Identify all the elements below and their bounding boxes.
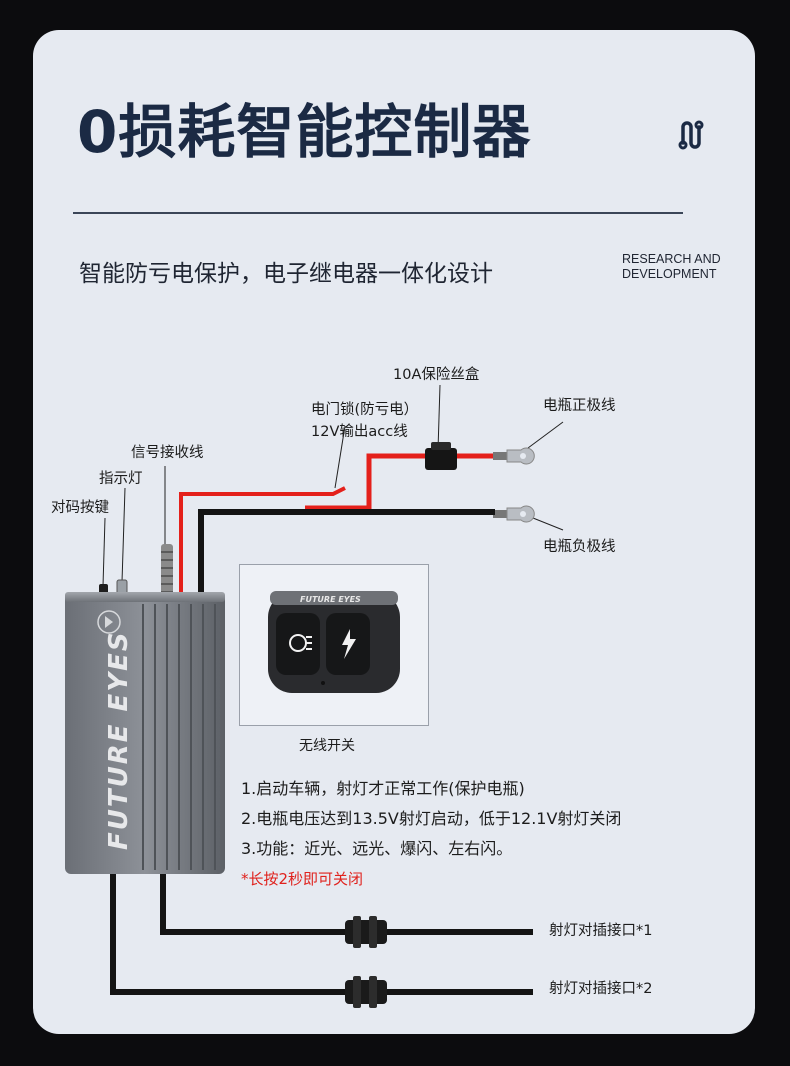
long-press-note: *长按2秒即可关闭: [241, 870, 364, 888]
connector-1: [345, 916, 387, 948]
wireless-switch-remote: FUTURE EYES: [268, 591, 400, 693]
black-negative-wire: [198, 509, 495, 602]
feature-list: 1.启动车辆，射灯才正常工作(保护电瓶) 2.电瓶电压达到13.5V射灯启动，低…: [241, 774, 621, 894]
indicator-light: [116, 579, 128, 595]
controller-box: FUTURE EYES: [65, 592, 225, 874]
connector-2-label: 射灯对插接口*2: [549, 981, 653, 997]
positive-terminal: [493, 447, 535, 465]
pointer-line-indicator: [121, 487, 126, 583]
title-divider: [73, 212, 683, 214]
door-lock-label-1: 电门锁(防亏电）: [311, 402, 419, 418]
connector-1-label: 射灯对插接口*1: [549, 923, 653, 939]
connector-2: [345, 976, 387, 1008]
pointer-line-negative: [527, 515, 564, 531]
wiring-diagram: FUTURE EYES: [65, 384, 564, 1008]
red-battery-wire: [305, 453, 427, 511]
pointer-line-fuse: [437, 384, 441, 451]
rnd-line-1: RESEARCH AND: [622, 252, 721, 266]
antenna-spring: [161, 544, 173, 600]
fuse-box-label: 10A保险丝盒: [393, 367, 480, 383]
signal-wire-label: 信号接收线: [131, 445, 204, 461]
battery-positive-label: 电瓶正极线: [543, 398, 616, 414]
wireless-switch-label: 无线开关: [299, 738, 355, 754]
indicator-label: 指示灯: [99, 471, 143, 487]
door-lock-label-2: 12V输出acc线: [311, 424, 408, 440]
research-development-tag: RESEARCH AND DEVELOPMENT: [622, 252, 721, 282]
pointer-line-pair: [102, 517, 106, 587]
battery-negative-label: 电瓶负极线: [543, 539, 616, 555]
pointer-line-signal: [334, 425, 346, 489]
feature-item-2: 2.电瓶电压达到13.5V射灯启动，低于12.1V射灯关闭: [241, 809, 622, 828]
pointer-line-positive: [527, 421, 564, 449]
product-card: 0损耗智能控制器 智能防亏电保护，电子继电器一体化设计 RESEARCH AND…: [33, 30, 755, 1034]
feature-item-1: 1.启动车辆，射灯才正常工作(保护电瓶): [241, 779, 525, 798]
wireless-switch-photo: FUTURE EYES: [239, 564, 429, 726]
remote-brand-text: FUTURE EYES: [300, 595, 361, 604]
page-title: 0损耗智能控制器: [77, 98, 532, 166]
fuse-box-cap: [431, 442, 451, 450]
black-output-wire-2: [110, 872, 355, 995]
squiggle-logo-icon: [678, 120, 704, 150]
pair-button-label: 对码按键: [51, 500, 109, 516]
rnd-line-2: DEVELOPMENT: [622, 267, 717, 281]
negative-terminal: [493, 505, 535, 523]
subtitle: 智能防亏电保护，电子继电器一体化设计: [79, 261, 493, 287]
fuse-box: [425, 448, 457, 470]
black-output-wire-1: [160, 872, 355, 935]
feature-item-3: 3.功能：近光、远光、爆闪、左右闪。: [241, 839, 513, 858]
red-acc-wire: [179, 486, 346, 600]
controller-brand-text: FUTURE EYES: [104, 630, 134, 850]
